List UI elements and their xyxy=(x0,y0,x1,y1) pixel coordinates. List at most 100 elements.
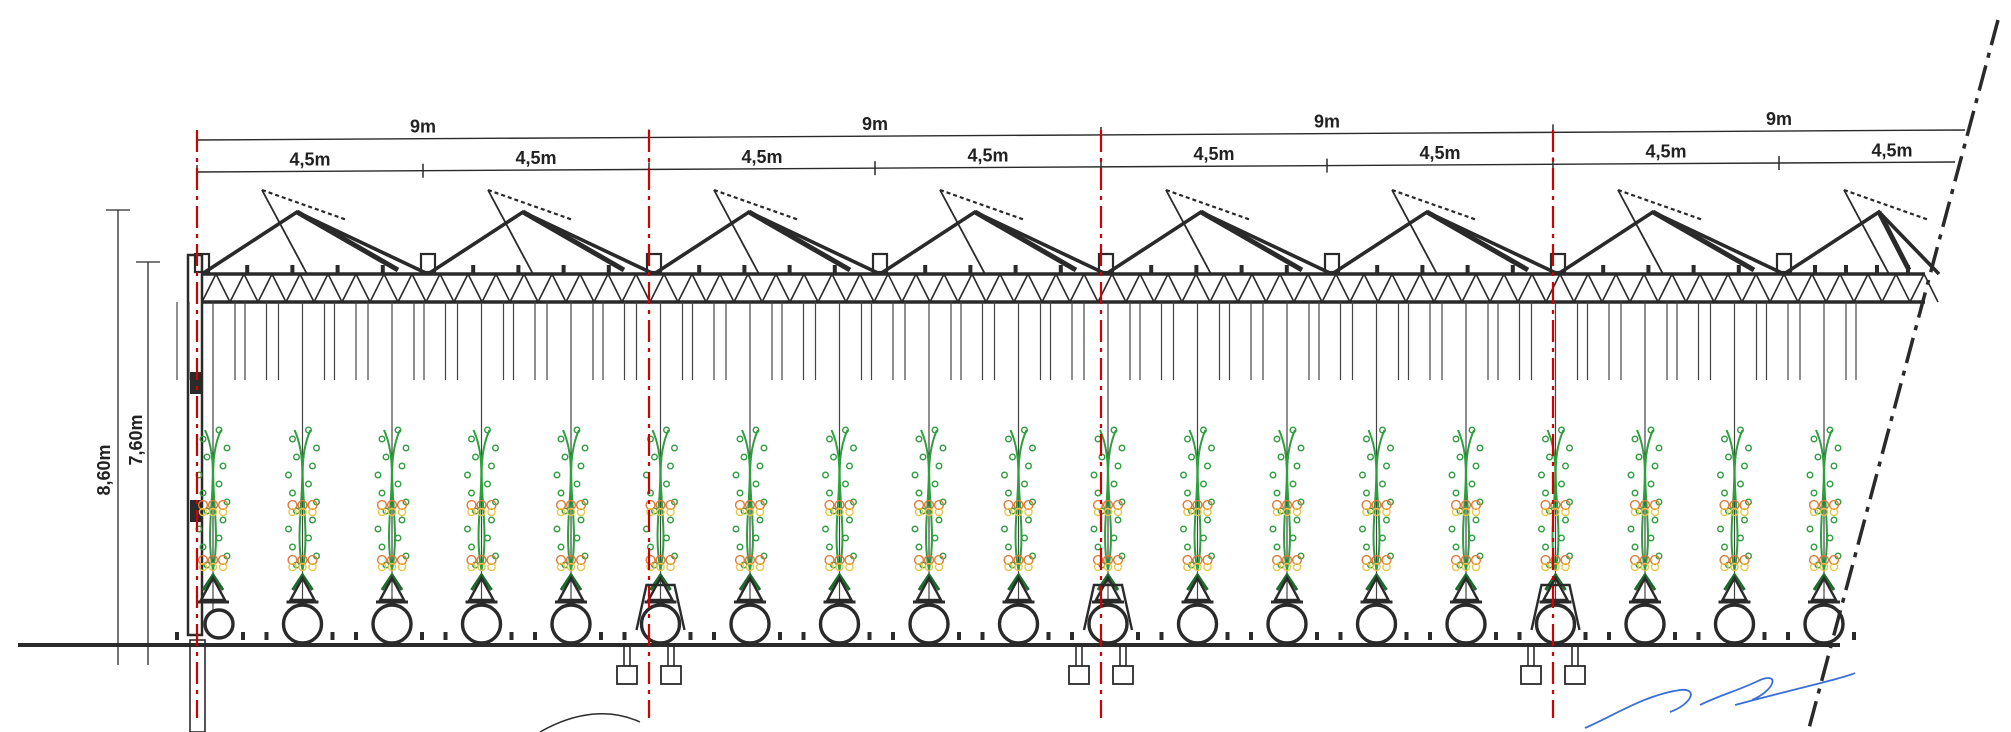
plant-stem xyxy=(472,429,483,571)
truss-diagonal xyxy=(1293,273,1309,303)
plant-stem xyxy=(1286,429,1296,571)
fruit xyxy=(646,562,655,572)
plant-stem xyxy=(1457,429,1467,571)
leaf xyxy=(842,480,850,488)
fruit xyxy=(396,554,408,566)
plant-stem xyxy=(741,429,751,571)
fruit xyxy=(297,554,308,566)
truss-diagonal xyxy=(663,273,679,303)
column-footings xyxy=(616,645,1586,685)
fruit xyxy=(1460,499,1472,511)
leaf xyxy=(732,525,740,533)
truss-diagonal xyxy=(1111,273,1127,303)
plant-stem xyxy=(1375,429,1386,571)
leaf xyxy=(1627,525,1635,533)
fruit xyxy=(1103,507,1113,517)
leaf xyxy=(822,525,830,533)
truss-diagonal xyxy=(831,273,847,303)
leaf xyxy=(1830,462,1838,470)
truss-diagonal xyxy=(1125,273,1141,303)
heating-pipe-assembly xyxy=(354,575,424,645)
fruit xyxy=(1202,554,1213,566)
fruit xyxy=(824,554,835,566)
fruit xyxy=(1819,562,1829,572)
heating-pipe-assembly xyxy=(1338,575,1409,645)
fruit xyxy=(1729,554,1740,566)
half-bay-label: 4,5m xyxy=(1193,144,1234,164)
fruit xyxy=(1361,554,1372,566)
fruit xyxy=(1818,499,1830,511)
leaf xyxy=(468,543,476,551)
fruit xyxy=(825,507,834,517)
heating-pipe-assembly xyxy=(443,575,514,645)
truss-diagonal xyxy=(1069,273,1085,303)
leaf xyxy=(1378,534,1386,542)
truss-diagonal xyxy=(411,273,427,303)
fruit xyxy=(477,562,486,572)
leaf xyxy=(223,444,231,452)
fruit xyxy=(1092,554,1104,566)
plant-stem xyxy=(1725,429,1736,571)
leaf xyxy=(1110,480,1118,488)
column-footing xyxy=(1520,645,1586,685)
truss-diagonal xyxy=(1853,273,1869,303)
fruit xyxy=(1372,562,1381,572)
truss-diagonal xyxy=(1741,273,1757,303)
truss-diagonal xyxy=(1083,273,1099,303)
truss-diagonal xyxy=(467,273,483,303)
leaf xyxy=(1293,516,1301,524)
truss-diagonal xyxy=(1307,273,1323,303)
leaf xyxy=(1561,462,1569,470)
vent-arm xyxy=(261,189,308,275)
gutter-support xyxy=(1451,575,1481,602)
leaf xyxy=(1651,516,1659,524)
fruit xyxy=(1650,562,1660,572)
plant-row xyxy=(285,426,321,591)
heating-pipes xyxy=(175,575,1856,645)
purlin xyxy=(1194,265,1199,273)
truss-diagonal xyxy=(1321,273,1337,303)
leaf xyxy=(378,489,386,497)
fruit xyxy=(745,507,755,517)
fruit xyxy=(755,562,765,572)
truss-diagonal xyxy=(355,273,371,303)
truss-diagonal xyxy=(1167,273,1183,303)
pipe-rail xyxy=(1534,603,1577,645)
fruit xyxy=(1013,554,1024,566)
leaf xyxy=(826,543,834,551)
leaf xyxy=(468,435,476,443)
pipe-rail xyxy=(1355,603,1398,645)
crop-wire-hangers xyxy=(176,302,1857,610)
rail-bracket xyxy=(1225,632,1230,640)
rail-bracket xyxy=(1315,632,1319,640)
leaf xyxy=(1736,534,1744,542)
fruit xyxy=(1271,554,1283,566)
purlin xyxy=(606,265,611,273)
truss-diagonal xyxy=(285,273,301,303)
truss-diagonal xyxy=(1797,273,1813,303)
rail-bracket xyxy=(1046,632,1051,640)
plant-base xyxy=(1186,572,1209,591)
leaf xyxy=(313,444,321,452)
purlin xyxy=(1875,265,1879,273)
fruit xyxy=(397,507,407,517)
truss-diagonal xyxy=(453,273,469,303)
plant-row xyxy=(1806,426,1842,591)
plant-base xyxy=(1812,572,1836,591)
purlin xyxy=(1239,265,1244,273)
rail-bracket xyxy=(599,632,603,640)
leaf xyxy=(1273,543,1281,551)
fruit xyxy=(645,499,656,511)
leaf xyxy=(850,444,858,452)
fruit xyxy=(1281,554,1293,566)
plant-stem xyxy=(1636,429,1646,571)
leaf xyxy=(671,444,679,452)
leaf xyxy=(1631,489,1639,497)
fruit xyxy=(1461,507,1471,517)
fruit xyxy=(308,507,317,517)
fruit xyxy=(734,499,746,511)
leaf xyxy=(1834,444,1842,452)
leaf xyxy=(1001,471,1009,479)
leaf xyxy=(1118,444,1126,452)
leaf xyxy=(581,444,589,452)
